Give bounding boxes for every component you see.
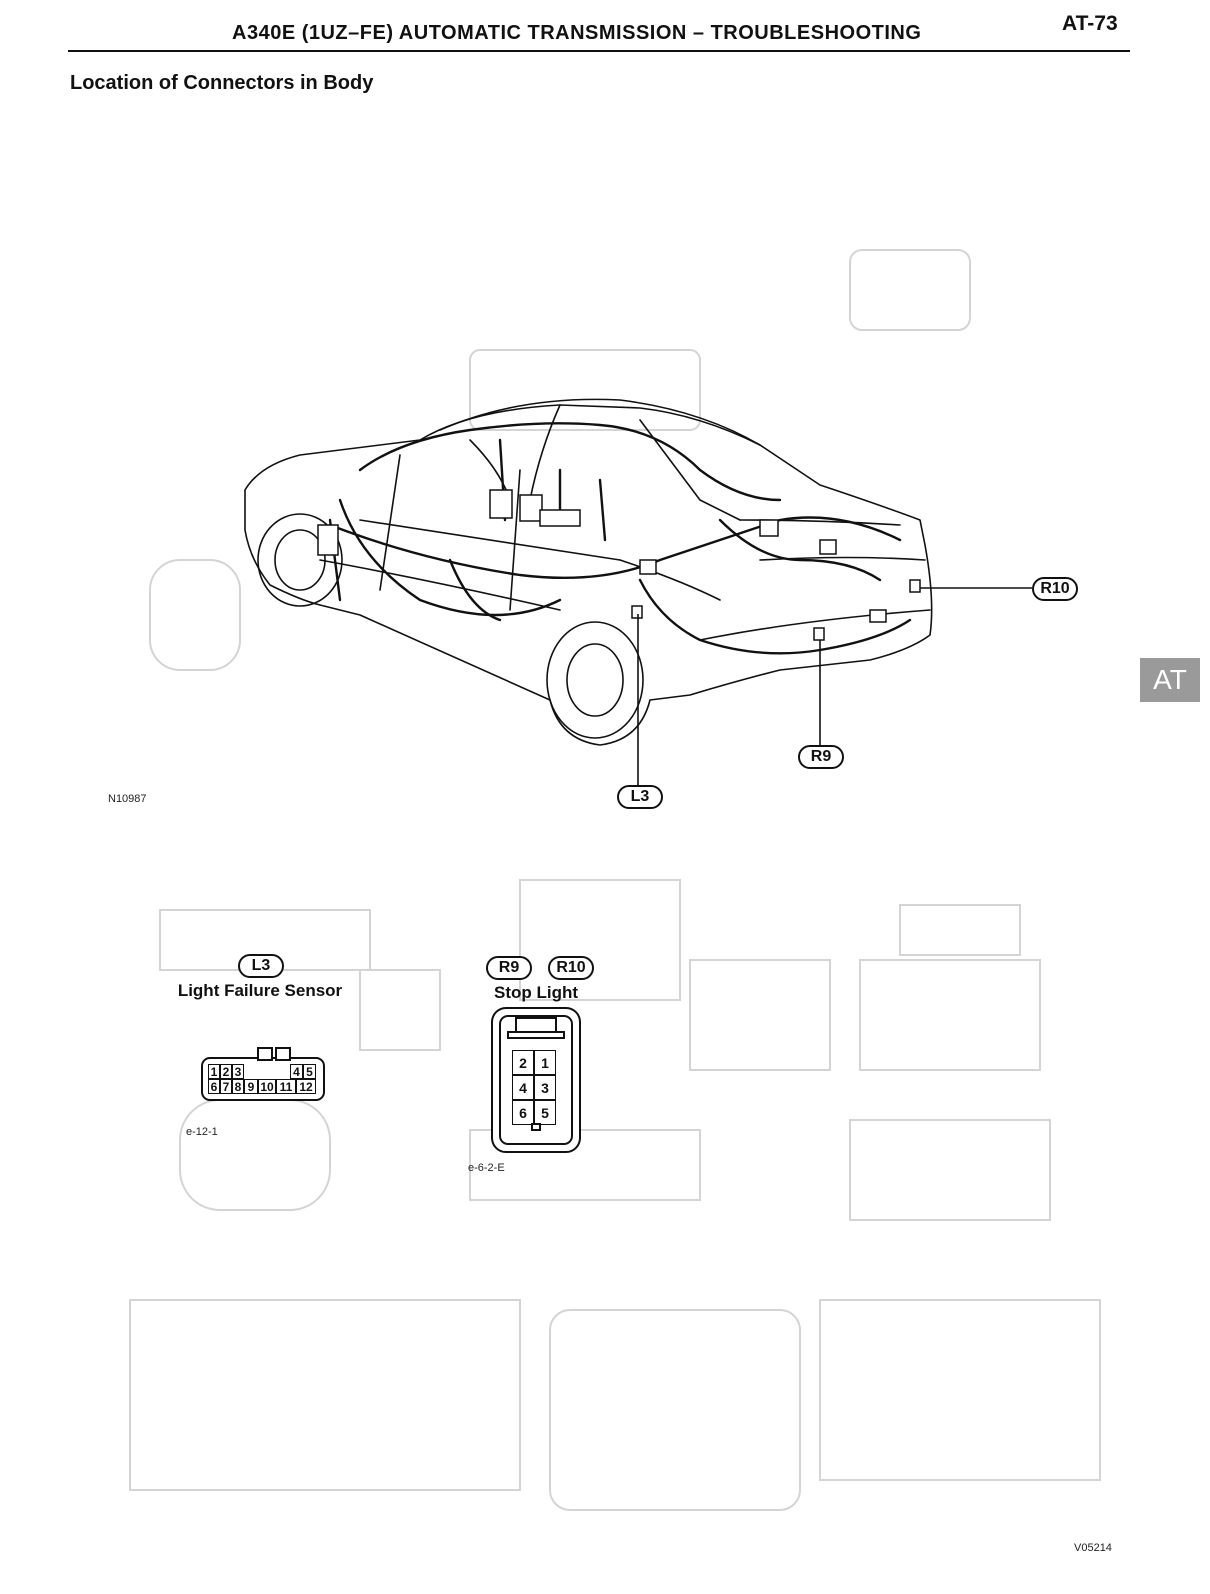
connector-id-r9: R9: [486, 956, 532, 980]
callout-r10: R10: [1032, 577, 1078, 601]
l3-pin: 4: [290, 1064, 303, 1079]
stop-light-pin: 1: [534, 1050, 556, 1075]
stop-light-pin: 2: [512, 1050, 534, 1075]
l3-pin-grid: 1 2 3 4 5 6 7 8 9 10 11 12: [208, 1064, 318, 1094]
stop-light-pin: 6: [512, 1100, 534, 1125]
page-number: AT-73: [1062, 12, 1118, 35]
l3-connector-code: e-12-1: [186, 1126, 218, 1138]
stop-light-pin: 4: [512, 1075, 534, 1100]
connector-name-light-failure-sensor: Light Failure Sensor: [177, 981, 343, 1000]
l3-pin: 8: [232, 1079, 244, 1094]
stop-light-connector-code: e-6-2-E: [468, 1162, 505, 1174]
stop-light-pin-grid: 2 1 4 3 6 5: [512, 1050, 556, 1125]
footer-figure-code: V05214: [1074, 1542, 1112, 1554]
connector-name-stop-light: Stop Light: [493, 983, 579, 1002]
l3-pin: 6: [208, 1079, 220, 1094]
page-header-title: A340E (1UZ–FE) AUTOMATIC TRANSMISSION – …: [232, 22, 922, 44]
callout-r9: R9: [798, 745, 844, 769]
connector-id-l3: L3: [238, 954, 284, 978]
section-tab-at: AT: [1140, 658, 1200, 702]
l3-pin: 11: [276, 1079, 296, 1094]
figure-code: N10987: [108, 793, 147, 805]
l3-pin: 2: [220, 1064, 232, 1079]
stop-light-pin: 5: [534, 1100, 556, 1125]
stop-light-pin: 3: [534, 1075, 556, 1100]
l3-pin: 7: [220, 1079, 232, 1094]
l3-pin: 9: [244, 1079, 258, 1094]
connector-id-r10: R10: [548, 956, 594, 980]
l3-pin: 3: [232, 1064, 244, 1079]
l3-pin: 1: [208, 1064, 220, 1079]
l3-pin: 10: [258, 1079, 276, 1094]
l3-pin: 5: [303, 1064, 316, 1079]
section-title: Location of Connectors in Body: [70, 72, 374, 94]
l3-pin: 12: [296, 1079, 316, 1094]
header-rule: [68, 50, 1130, 52]
callout-l3: L3: [617, 785, 663, 809]
